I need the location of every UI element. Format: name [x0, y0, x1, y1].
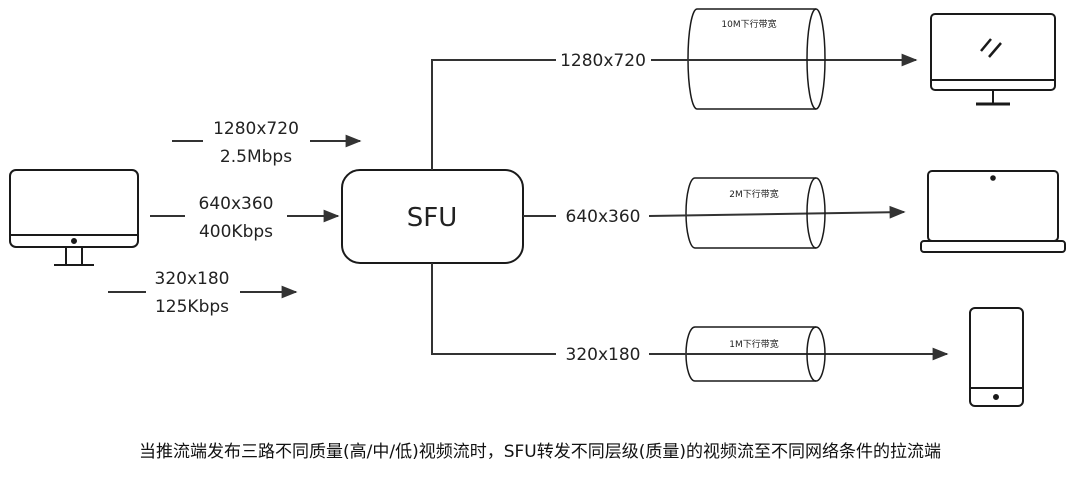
- stream-resolution: 320x180: [155, 269, 230, 289]
- stream-resolution: 1280x720: [213, 119, 299, 139]
- imac-icon: [9, 169, 139, 266]
- bandwidth-label: 10M下行带宽: [721, 18, 776, 30]
- diagram-caption: 当推流端发布三路不同质量(高/中/低)视频流时，SFU转发不同层级(质量)的视频…: [139, 442, 941, 462]
- stream-bitrate: 125Kbps: [155, 297, 229, 317]
- subscriber-stream-high-label: 1280x720: [560, 51, 646, 71]
- bandwidth-pipe-1m: 1M下行带宽: [649, 326, 949, 382]
- publisher-stream-low: 320x180 125Kbps: [108, 269, 298, 317]
- bandwidth-label: 1M下行带宽: [729, 338, 779, 350]
- stream-bitrate: 2.5Mbps: [220, 147, 292, 167]
- monitor-icon: [930, 13, 1056, 106]
- bandwidth-label: 2M下行带宽: [729, 188, 779, 200]
- bandwidth-pipe-2m: 2M下行带宽: [648, 177, 906, 249]
- laptop-icon: [920, 170, 1066, 253]
- phone-icon: [969, 307, 1024, 407]
- sfu-diagram: 1280x720 2.5Mbps 640x360 400Kbps 320x180…: [9, 8, 1066, 407]
- publisher-stream-high: 1280x720 2.5Mbps: [172, 119, 362, 167]
- subscriber-stream-low-label: 320x180: [566, 345, 641, 365]
- subscriber-stream-mid-label: 640x360: [566, 207, 641, 227]
- connector-high: [431, 59, 556, 170]
- stream-resolution: 640x360: [199, 194, 274, 214]
- publisher-stream-mid: 640x360 400Kbps: [150, 194, 340, 242]
- sfu-label: SFU: [407, 203, 458, 233]
- sfu-node: SFU: [341, 169, 524, 264]
- stream-bitrate: 400Kbps: [199, 222, 273, 242]
- connector-low: [431, 263, 556, 355]
- bandwidth-pipe-10m: 10M下行带宽: [651, 8, 918, 110]
